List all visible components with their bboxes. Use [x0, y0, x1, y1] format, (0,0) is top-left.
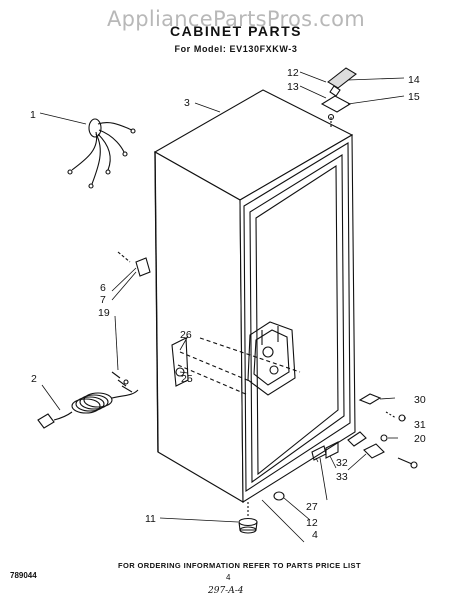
callout-15: 15: [408, 91, 420, 103]
power-cord: [37, 389, 139, 429]
diagram-title: CABINET PARTS: [169, 23, 303, 39]
callout-11: 11: [145, 513, 156, 525]
callout-26: 26: [180, 329, 192, 341]
screws-19: [111, 371, 133, 393]
leader-lines: [39, 71, 406, 543]
ordering-note: FOR ORDERING INFORMATION REFER TO PARTS …: [118, 561, 361, 570]
page-number: 4: [226, 573, 231, 582]
drain-bracket: [171, 337, 189, 387]
drain-tube: [177, 337, 301, 396]
callout-12-top: 12: [287, 67, 299, 79]
top-hinge-parts: [320, 67, 357, 128]
callout-30: 30: [414, 394, 426, 406]
callout-31: 31: [414, 419, 426, 431]
right-rear-hardware: [311, 393, 418, 469]
callout-13: 13: [287, 81, 299, 93]
callout-32: 32: [336, 457, 348, 469]
handwritten-note: 297-A-4: [208, 586, 244, 596]
callout-7: 7: [100, 294, 106, 306]
cabinet-body: [153, 89, 356, 503]
watermark: AppliancePartsPros.com: [106, 7, 366, 31]
document-number: 789044: [10, 571, 37, 580]
callout-labels: 1 2 3 4 6 7 11 12 12 13 14 15 19 20 25 2…: [30, 67, 426, 541]
callout-4: 4: [312, 529, 318, 541]
callout-12-bottom: 12: [306, 517, 318, 529]
callout-25: 25: [181, 373, 193, 385]
callout-2: 2: [31, 373, 37, 385]
callout-19: 19: [98, 307, 110, 319]
cord-clamp: [117, 251, 151, 277]
model-number: For Model: EV130FXKW-3: [174, 44, 298, 54]
callout-14: 14: [408, 74, 420, 86]
callout-33: 33: [336, 471, 348, 483]
wire-harness: [67, 118, 136, 189]
callout-6: 6: [100, 282, 106, 294]
leveling-leg: [238, 491, 285, 534]
callout-1: 1: [30, 109, 36, 121]
callout-27: 27: [306, 501, 318, 513]
callout-20: 20: [414, 433, 426, 445]
callout-3: 3: [184, 97, 190, 109]
